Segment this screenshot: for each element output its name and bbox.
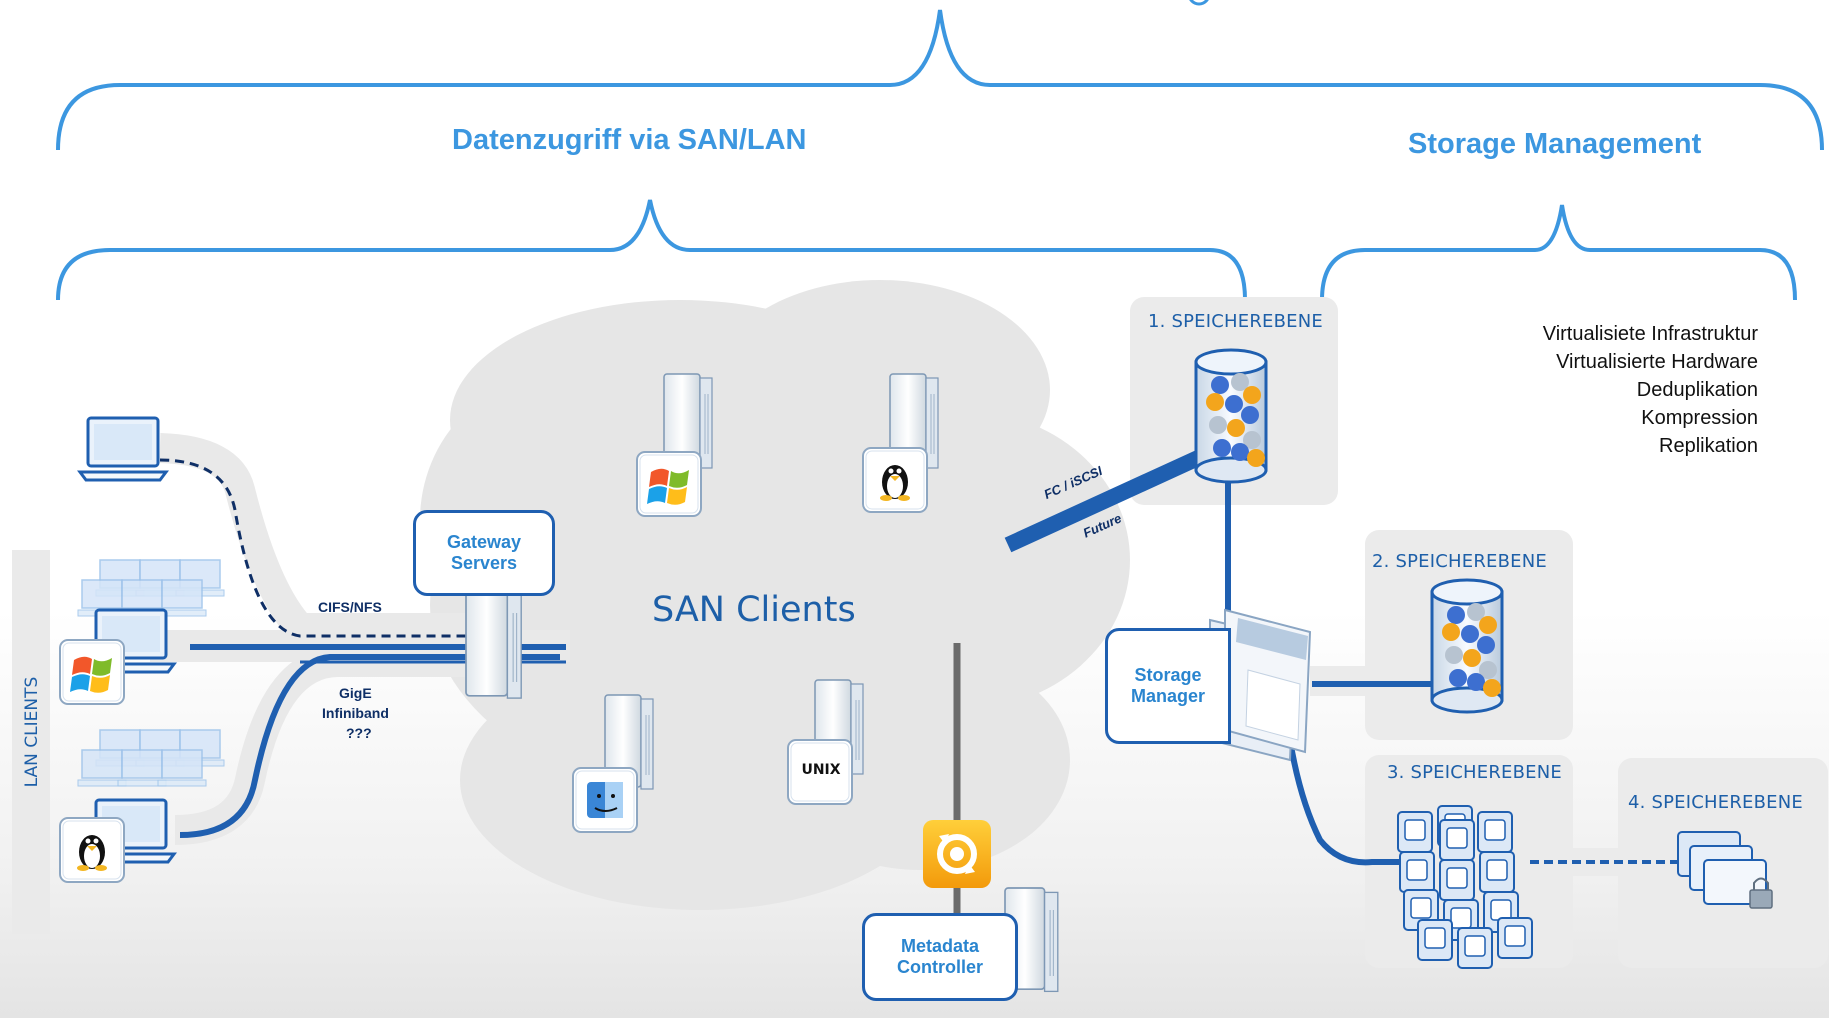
lan-clients-label: LAN CLIENTS xyxy=(22,676,42,788)
tier3-label: 3. SPEICHEREBENE xyxy=(1387,762,1562,783)
gateway-label-line2: Servers xyxy=(450,553,518,573)
manager-to-tier3 xyxy=(1287,739,1412,866)
tier4-archive-lock-icon xyxy=(1677,831,1773,909)
metadata-sync-icon xyxy=(923,820,991,888)
feature-item: Virtualisierte Hardware xyxy=(1556,351,1758,373)
top-brace xyxy=(56,9,1824,151)
cifs-link xyxy=(159,458,478,638)
header-storage-management: Storage Management xyxy=(1408,128,1702,160)
lan-clients-bar: LAN CLIENTS xyxy=(12,550,50,934)
tier1-label: 1. SPEICHEREBENE xyxy=(1148,311,1323,332)
san-clients-title: SAN Clients xyxy=(652,590,856,630)
gige-label: GigE xyxy=(339,685,372,701)
top-brace-tip xyxy=(1189,0,1209,6)
windows-logo-icon-san xyxy=(636,451,702,517)
unix-badge-text: UNIX xyxy=(801,762,841,778)
gateway-server-icon xyxy=(465,589,523,699)
tier2-molecules-icon xyxy=(1442,603,1501,697)
features-list: Virtualisiete Infrastruktur Virtualisier… xyxy=(1543,320,1758,460)
tier3-tape-library-icon xyxy=(1397,805,1533,969)
infiniband-label: Infiniband xyxy=(322,705,389,721)
mac-finder-icon xyxy=(572,767,638,833)
left-brace xyxy=(56,199,1247,301)
metadata-controller-callout[interactable]: Metadata Controller xyxy=(862,913,1018,1001)
windows-logo-icon xyxy=(59,639,125,705)
storage-manager-callout[interactable]: Storage Manager xyxy=(1105,628,1231,744)
feature-item: Deduplikation xyxy=(1636,379,1758,401)
tier1-molecules-icon xyxy=(1206,373,1265,467)
conduit-bottom xyxy=(174,647,480,845)
feature-item: Kompression xyxy=(1641,407,1758,429)
metadata-line2: Controller xyxy=(896,957,983,977)
gateway-label-line1: Gateway xyxy=(446,532,522,552)
storage-manager-console-icon xyxy=(1209,608,1312,762)
storage-manager-line2: Manager xyxy=(1130,686,1206,706)
header-san-lan: Datenzugriff via SAN/LAN xyxy=(452,124,807,156)
linux-logo-icon xyxy=(59,817,125,883)
unknown-label: ??? xyxy=(346,725,372,741)
fc-iscsi-link xyxy=(1004,450,1202,553)
gateway-servers-callout[interactable]: Gateway Servers xyxy=(413,510,555,596)
tier4-label: 4. SPEICHEREBENE xyxy=(1628,792,1803,813)
gige-link xyxy=(179,654,560,838)
right-brace xyxy=(1320,204,1797,301)
feature-item: Virtualisiete Infrastruktur xyxy=(1542,323,1758,345)
laptop-single xyxy=(78,416,168,482)
conduit-top xyxy=(159,433,480,643)
tier2-label: 2. SPEICHEREBENE xyxy=(1372,551,1547,572)
metadata-line1: Metadata xyxy=(900,936,980,956)
storage-manager-line1: Storage xyxy=(1134,665,1202,685)
linux-logo-icon-san xyxy=(862,447,928,513)
feature-item: Replikation xyxy=(1659,435,1758,457)
cifs-nfs-label: CIFS/NFS xyxy=(318,599,382,615)
